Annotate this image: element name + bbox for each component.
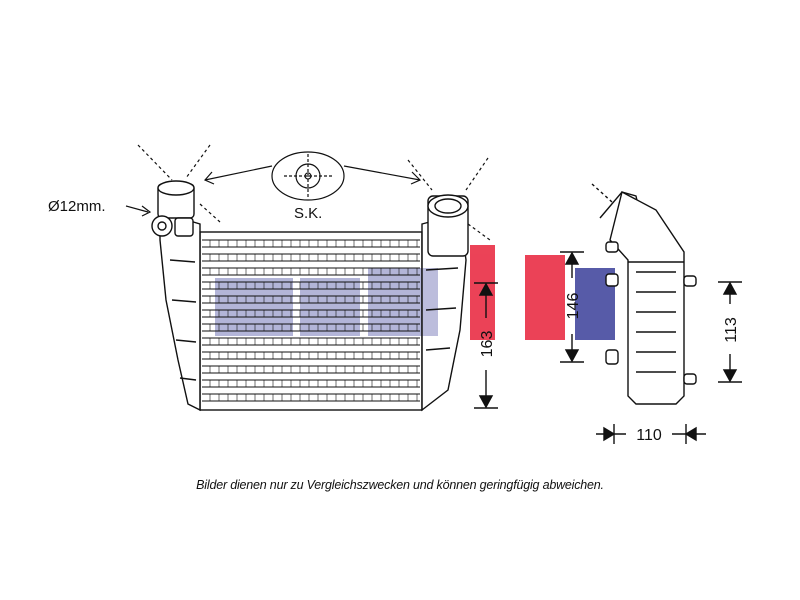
left-tank xyxy=(159,211,201,412)
side-view xyxy=(591,183,697,405)
right-outlet xyxy=(427,194,469,257)
dimension-163 xyxy=(474,282,498,409)
sk-label: S.K. xyxy=(294,205,322,222)
sk-clip-symbol xyxy=(137,144,491,241)
disclaimer-text: Bilder dienen nur zu Vergleichszwecken u… xyxy=(196,478,604,492)
diameter-leader xyxy=(125,205,152,217)
dimension-146-label: 146 xyxy=(565,293,582,320)
dimension-110-label: 110 xyxy=(636,427,662,444)
dimension-163-label: 163 xyxy=(479,331,496,358)
dimension-146 xyxy=(560,251,584,363)
dimension-113-label: 113 xyxy=(723,317,740,343)
left-inlet xyxy=(151,180,195,237)
intercooler-core xyxy=(199,231,423,411)
diameter-label: Ø12mm. xyxy=(48,198,106,215)
dimension-113 xyxy=(718,281,742,383)
dimension-110 xyxy=(596,424,706,444)
